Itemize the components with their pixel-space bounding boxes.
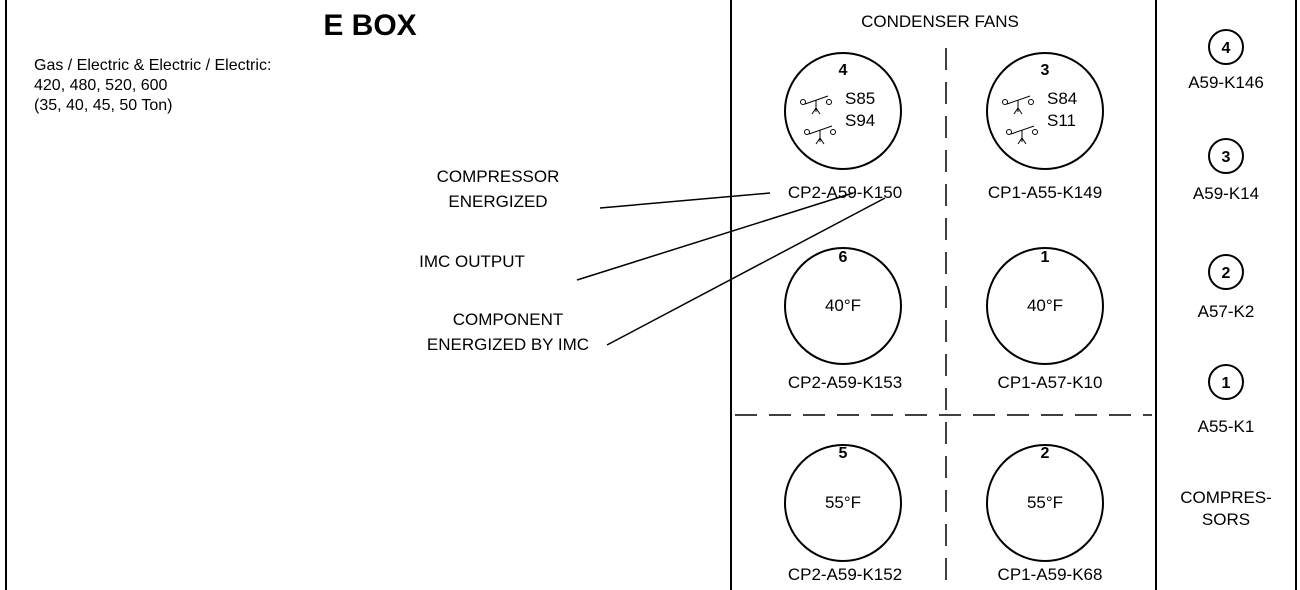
fan-number: 6 [839,249,848,266]
fan-6: 6 40°F CP2-A59-K153 [784,247,902,392]
fan-switch-label: S94 [845,111,875,130]
fan-2: 2 55°F CP1-A59-K68 [986,444,1104,584]
compressor-relay-label: A57-K2 [1198,302,1255,321]
callout-component-energized: ENERGIZED BY IMC [427,335,589,354]
fan-temperature: 40°F [825,296,861,315]
switch-symbol-icon [1002,95,1038,145]
fan-circle [784,247,902,365]
fan-relay-label: CP2-A59-K150 [788,183,902,202]
fan-relay-label: CP1-A59-K68 [998,565,1103,584]
callout-compressor-energized: ENERGIZED [448,192,547,211]
fan-switch-label: S84 [1047,89,1077,108]
panel-borders [5,0,1297,590]
subtitle-line: (35, 40, 45, 50 Ton) [34,97,172,114]
compressor-number: 3 [1222,149,1231,166]
fan-number: 4 [839,62,848,79]
fan-temperature: 55°F [1027,493,1063,512]
fan-circle [986,444,1104,562]
fan-4: 4 S85 S94 CP2-A59-K150 [784,52,902,202]
fan-relay-label: CP2-A59-K152 [788,565,902,584]
compressor-circle [1208,254,1244,290]
fan-3: 3 S84 S11 CP1-A55-K149 [986,52,1104,202]
fan-relay-label: CP1-A55-K149 [988,183,1102,202]
leader-component [606,197,886,346]
fan-number: 3 [1041,62,1050,79]
fan-relay-label: CP1-A57-K10 [998,373,1103,392]
fan-number: 5 [839,445,848,462]
compressor-1: 1 A55-K1 [1198,364,1255,436]
fan-circle [784,52,902,170]
leader-lines [576,192,886,346]
callout-compressor-energized: COMPRESSOR [437,167,560,186]
fan-number: 1 [1041,249,1050,266]
callout-component-energized: COMPONENT [453,310,564,329]
subtitle-line: Gas / Electric & Electric / Electric: [34,57,271,74]
callout-imc-output: IMC OUTPUT [419,252,525,271]
switch-symbol-icon [800,95,836,145]
fan-circle [986,52,1104,170]
compressor-relay-label: A55-K1 [1198,417,1255,436]
leader-imc-output [576,192,854,281]
compressor-number: 1 [1222,375,1231,392]
compressor-relay-label: A59-K146 [1188,73,1264,92]
fan-switch-label: S85 [845,89,875,108]
compressor-number: 4 [1222,40,1231,57]
fan-5: 5 55°F CP2-A59-K152 [784,444,902,584]
fan-circle [784,444,902,562]
compressor-circle [1208,138,1244,174]
fan-temperature: 40°F [1027,296,1063,315]
condenser-fans-heading: CONDENSER FANS [861,12,1019,31]
compressor-circle [1208,364,1244,400]
compressor-4: 4 A59-K146 [1188,29,1264,92]
fan-temperature: 55°F [825,493,861,512]
subtitle-line: 420, 480, 520, 600 [34,77,168,94]
fan-number: 2 [1041,445,1050,462]
fan-circle [986,247,1104,365]
compressors-footer: COMPRES- [1180,488,1272,507]
fan-switch-label: S11 [1047,111,1076,130]
compressors-footer: SORS [1202,510,1250,529]
fan-relay-label: CP2-A59-K153 [788,373,902,392]
compressor-2: 2 A57-K2 [1198,254,1255,321]
compressor-3: 3 A59-K14 [1193,138,1259,203]
condenser-dividers [735,48,1152,590]
page-title: E BOX [323,9,416,42]
compressor-relay-label: A59-K14 [1193,184,1259,203]
compressor-number: 2 [1222,265,1231,282]
leader-compressor [599,192,771,209]
compressor-circle [1208,29,1244,65]
fan-1: 1 40°F CP1-A57-K10 [986,247,1104,392]
